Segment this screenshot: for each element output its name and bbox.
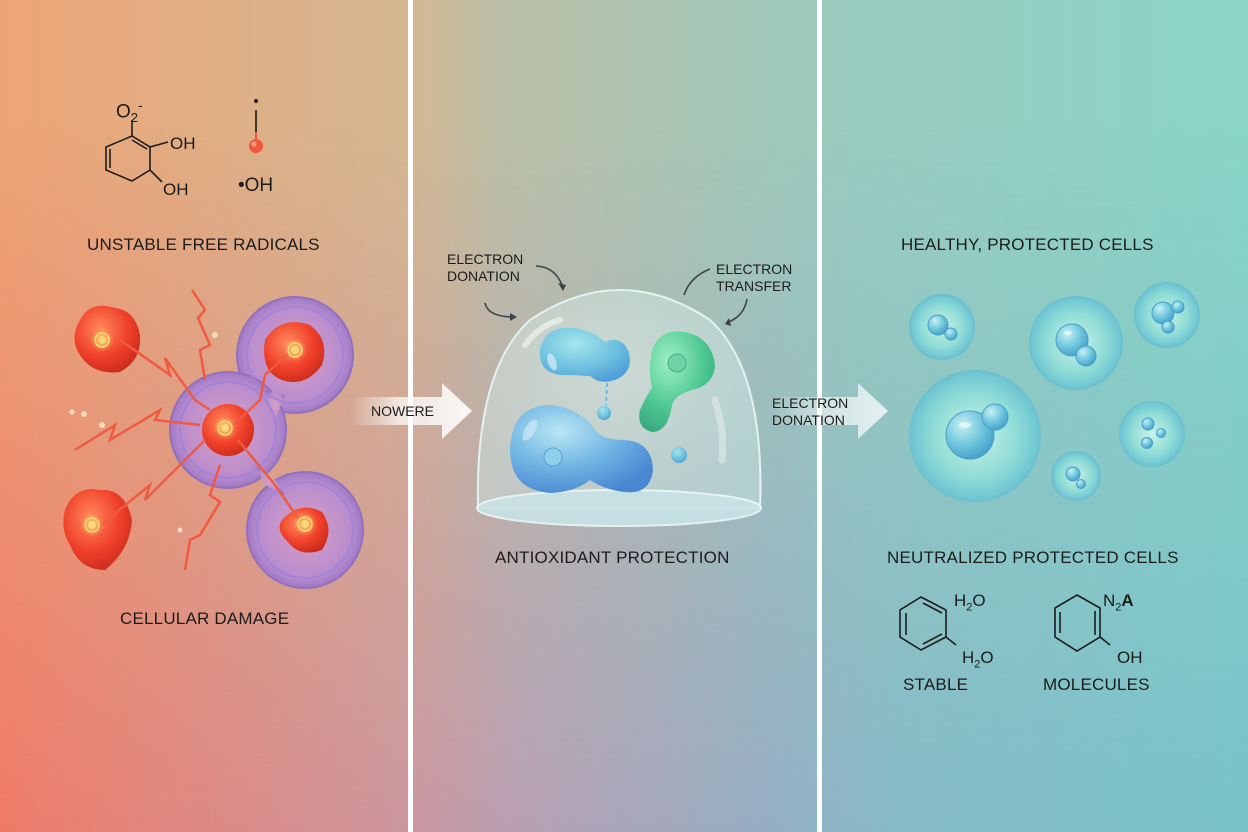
heading-antioxidant-protection: ANTIOXIDANT PROTECTION: [495, 548, 730, 567]
arrow-label-electron-donation: ELECTRON DONATION: [772, 395, 849, 428]
caption-cellular-damage: CELLULAR DAMAGE: [120, 609, 290, 628]
oh-label: OH: [1117, 648, 1143, 667]
cyclohexadiene-structure-icon: [1054, 594, 1111, 652]
water-label-bottom: H2O: [962, 648, 994, 671]
catechol-structure-icon: [105, 120, 169, 183]
curved-arrow-icons: [484, 265, 748, 326]
annotation-electron-transfer: ELECTRON TRANSFER: [716, 261, 793, 294]
benzene-structure-icon: [899, 596, 957, 651]
caption-molecules: MOLECULES: [1043, 675, 1150, 694]
heading-unstable-free-radicals: UNSTABLE FREE RADICALS: [87, 235, 320, 254]
superoxide-label: O2-: [116, 97, 143, 126]
subheading-neutralized-protected-cells: NEUTRALIZED PROTECTED CELLS: [887, 548, 1179, 567]
heading-healthy-protected-cells: HEALTHY, PROTECTED CELLS: [901, 235, 1154, 254]
hydroxyl-radical-label: •OH: [238, 175, 274, 196]
n2a-label: N2A: [1103, 591, 1134, 614]
antioxidant-dome-illustration: [476, 289, 762, 527]
arrow-right-icon-2: [770, 383, 888, 439]
hydroxyl-label-1: OH: [170, 134, 196, 153]
caption-stable: STABLE: [903, 675, 969, 694]
arrow-label-nowere: NOWERE: [371, 403, 434, 419]
annotation-electron-donation: ELECTRON DONATION: [447, 251, 524, 284]
cellular-damage-illustration: [63, 289, 364, 589]
radical-pin-icon: [249, 99, 263, 153]
water-label-top: H2O: [954, 591, 986, 614]
hydroxyl-label-2: OH: [163, 180, 189, 199]
arrow-right-icon: [350, 383, 472, 439]
healthy-cells-illustration: [909, 282, 1200, 502]
